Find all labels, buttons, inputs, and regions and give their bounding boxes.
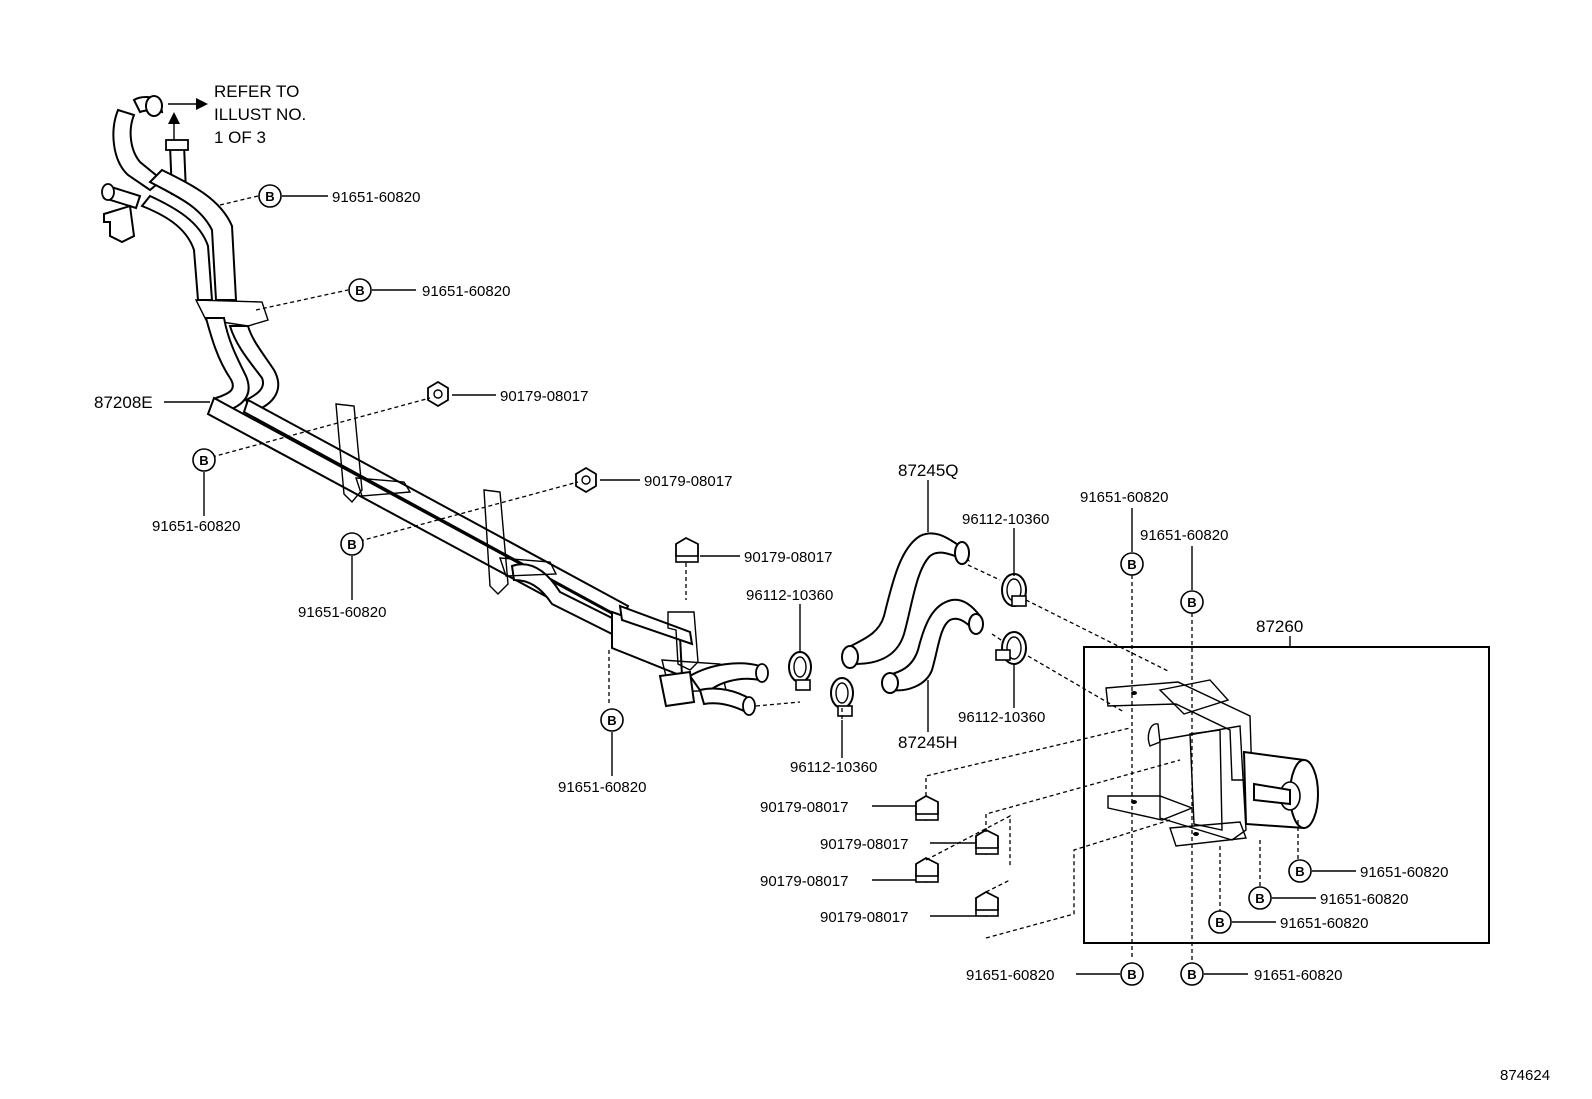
badge-8: B [1288, 859, 1312, 883]
refer-arrow-icon [168, 98, 208, 140]
badge-letter: B [1215, 915, 1224, 930]
clamp-label: 91651-60820 [1320, 891, 1408, 908]
clamp-label: 91651-60820 [1360, 864, 1448, 881]
hose-upper-label: 87245Q [898, 461, 959, 480]
hose-clip-drawing-3 [1001, 573, 1027, 607]
dashed-reference-lines [211, 195, 1299, 960]
nut-label: 90179-08017 [820, 909, 908, 926]
badge-letter: B [1295, 864, 1304, 879]
hose-clip-label: 96112-10360 [746, 587, 833, 604]
hose-lower-label: 87245H [898, 733, 958, 752]
nut-icon-3 [675, 536, 699, 564]
nut-label: 90179-08017 [744, 549, 832, 566]
illustration-number: 874624 [1500, 1067, 1550, 1084]
refer-note-line-2: ILLUST NO. [214, 105, 306, 124]
badge-4: B [340, 532, 364, 556]
hose-upper-drawing [841, 532, 971, 669]
leader-lines [164, 195, 1356, 975]
nut-icon-2 [575, 466, 597, 494]
badge-9: B [1248, 886, 1272, 910]
pipe-assembly-label: 87208E [94, 393, 153, 412]
badge-letter: B [355, 283, 364, 298]
badge-10: B [1208, 910, 1232, 934]
hose-clip-label: 96112-10360 [790, 759, 877, 776]
clamp-label: 91651-60820 [298, 604, 386, 621]
badge-2: B [348, 278, 372, 302]
hose-clip-label: 96112-10360 [962, 511, 1049, 528]
badge-letter: B [607, 713, 616, 728]
clamp-label: 91651-60820 [966, 967, 1054, 984]
pipe-assembly-drawing [101, 95, 769, 716]
badge-letter: B [347, 537, 356, 552]
clamp-label: 91651-60820 [1080, 489, 1168, 506]
badge-6: B [1120, 552, 1144, 576]
badge-5: B [600, 708, 624, 732]
nut-icon-7 [975, 890, 999, 918]
badge-7: B [1180, 590, 1204, 614]
badge-letter: B [1255, 891, 1264, 906]
clamp-label: 91651-60820 [152, 518, 240, 535]
nut-icon-6 [915, 856, 939, 884]
hose-clip-drawing-1 [788, 651, 812, 691]
badge-letter: B [199, 453, 208, 468]
nut-icon-5 [975, 828, 999, 856]
refer-note-line-3: 1 OF 3 [214, 128, 266, 147]
clamp-label: 91651-60820 [558, 779, 646, 796]
hose-clip-drawing-4 [995, 631, 1027, 665]
valve-assembly-drawing [1105, 679, 1319, 847]
badge-letter: B [1127, 557, 1136, 572]
badge-11: B [1120, 962, 1144, 986]
valve-assembly-box [1083, 646, 1490, 944]
clamp-label: 91651-60820 [422, 283, 510, 300]
clamp-label: 91651-60820 [1254, 967, 1342, 984]
refer-note-line-1: REFER TO [214, 82, 299, 101]
nut-label: 90179-08017 [644, 473, 732, 490]
badge-12: B [1180, 962, 1204, 986]
nut-icon-4 [915, 794, 939, 822]
hose-clip-label: 96112-10360 [958, 709, 1045, 726]
clamp-label: 91651-60820 [1140, 527, 1228, 544]
nut-label: 90179-08017 [760, 873, 848, 890]
nut-label: 90179-08017 [820, 836, 908, 853]
nut-label: 90179-08017 [500, 388, 588, 405]
badge-letter: B [1127, 967, 1136, 982]
badge-letter: B [1187, 967, 1196, 982]
valve-assembly-label: 87260 [1256, 617, 1303, 636]
nut-label: 90179-08017 [760, 799, 848, 816]
clamp-label: 91651-60820 [1280, 915, 1368, 932]
badge-letter: B [1187, 595, 1196, 610]
badge-1: B [258, 184, 282, 208]
refer-note: REFER TO ILLUST NO. 1 OF 3 [168, 82, 306, 147]
hose-lower-drawing [881, 598, 984, 694]
part-labels: 91651-60820 91651-60820 87208E 90179-080… [94, 189, 1550, 1084]
badge-3: B [192, 448, 216, 472]
nut-icon-1 [427, 380, 449, 408]
clamp-label: 91651-60820 [332, 189, 420, 206]
badge-letter: B [265, 189, 274, 204]
